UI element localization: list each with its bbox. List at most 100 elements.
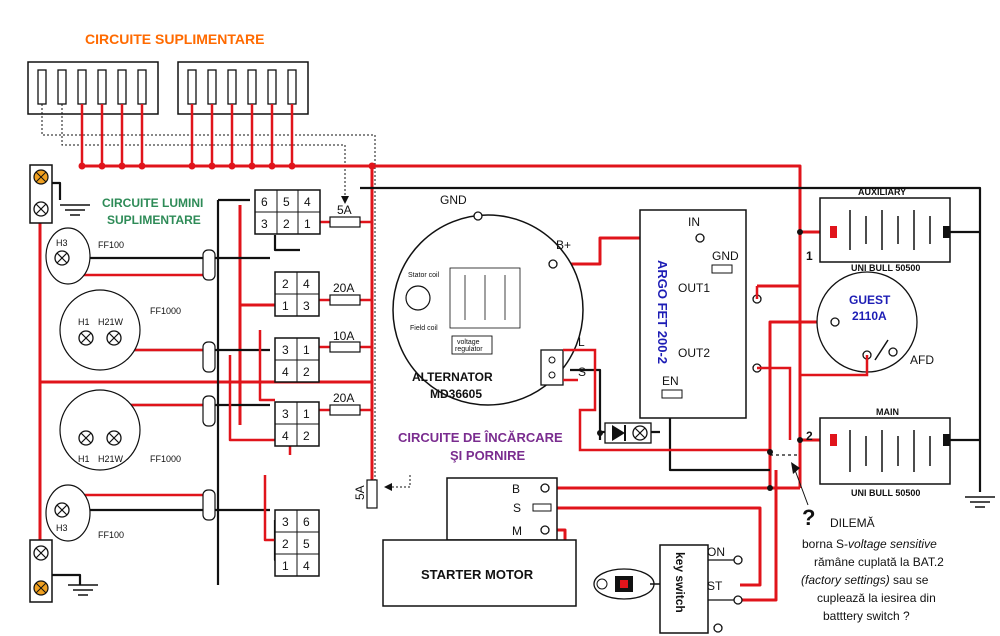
key-switch <box>659 544 743 634</box>
lamp-label-h3-bottom: H3 <box>56 523 68 533</box>
key-switch-label: key switch <box>673 552 687 613</box>
note-title: DILEMĂ <box>830 515 875 530</box>
starter-motor-label: STARTER MOTOR <box>421 567 534 582</box>
lamp-label-h1-upper: H1 <box>78 317 90 327</box>
relay-1-pin: 4 <box>304 195 311 209</box>
battery-aux-model: UNI BULL 50500 <box>851 263 920 273</box>
starter-b-label: B <box>512 482 520 496</box>
lamp-label-h21w-upper: H21W <box>98 317 124 327</box>
fuse-20a-lower <box>329 404 361 416</box>
relay-1-pin: 3 <box>261 217 268 231</box>
fuse-label: 10A <box>333 329 354 343</box>
argo-out2-label: OUT2 <box>678 346 710 360</box>
relay-5 <box>274 509 320 577</box>
alternator-regulator-label: regulator <box>455 346 483 353</box>
battery-main-model: UNI BULL 50500 <box>851 488 920 498</box>
title-lights-line1: CIRCUITE LUMINI <box>102 196 203 210</box>
argo-name: ARGO FET 200-2 <box>655 260 670 364</box>
starter-s-label: S <box>513 501 521 515</box>
lamp-label-h1-lower: H1 <box>78 454 90 464</box>
lamp-label-ff1000-upper: FF1000 <box>150 306 181 316</box>
alternator <box>392 211 584 406</box>
relay-3-pin: 2 <box>303 365 310 379</box>
fuse-5a-vertical <box>366 479 378 509</box>
guest-line2: 2110A <box>852 309 887 323</box>
fuse-20a-upper <box>329 294 361 306</box>
battery-aux-number: 1 <box>806 249 813 263</box>
relay-5-pin: 4 <box>303 559 310 573</box>
relay-5-pin: 6 <box>303 515 310 529</box>
h3-lamp-bottom <box>45 484 91 542</box>
relay-4-pin: 4 <box>282 429 289 443</box>
alternator-name: ALTERNATOR <box>412 370 493 384</box>
alternator-bplus-label: B+ <box>556 238 571 252</box>
relay-4-pin: 2 <box>303 429 310 443</box>
relay-1-pin: 6 <box>261 195 268 209</box>
note-line5: batttery switch ? <box>823 609 910 623</box>
key-switch-st-label: ST <box>707 579 723 593</box>
lamp-label-ff100-top: FF100 <box>98 240 124 250</box>
diode <box>604 422 652 444</box>
battery-switch-guest <box>816 271 918 373</box>
relay-3-pin: 1 <box>303 343 310 357</box>
battery-auxiliary <box>819 197 951 263</box>
fuse-label: 20A <box>333 391 354 405</box>
guest-line1: GUEST <box>849 293 891 307</box>
title-charging-line1: CIRCUITE DE ÎNCĂRCARE <box>398 430 563 445</box>
relay-1-pin: 2 <box>283 217 290 231</box>
note-line4: cuplează la iesirea din <box>817 591 936 605</box>
argo-out1-label: OUT1 <box>678 281 710 295</box>
alternator-s-label: S <box>578 365 586 379</box>
relay-3-pin: 4 <box>282 365 289 379</box>
relay-5-pin: 3 <box>282 515 289 529</box>
fuse-label: 20A <box>333 281 354 295</box>
relay-4 <box>274 401 320 447</box>
relay-2-pin: 2 <box>282 277 289 291</box>
starter-motor <box>382 477 577 607</box>
alternator-field-label: Field coil <box>410 325 438 332</box>
relay-5-pin: 1 <box>282 559 289 573</box>
argo-en-label: EN <box>662 374 679 388</box>
relay-2-pin: 1 <box>282 299 289 313</box>
relay-1-pin: 1 <box>304 217 311 231</box>
battery-main <box>819 417 951 485</box>
guest-afd-label: AFD <box>910 353 934 367</box>
key-icon <box>593 568 660 600</box>
relay-4-pin: 3 <box>282 407 289 421</box>
h3-lamp-top <box>45 227 91 285</box>
relay-2-pin: 3 <box>303 299 310 313</box>
relay-2-pin: 4 <box>303 277 310 291</box>
argo-in-label: IN <box>688 215 700 229</box>
alternator-l-label: L <box>578 335 585 349</box>
argo-gnd-label: GND <box>712 249 739 263</box>
alternator-gnd-label: GND <box>440 193 467 207</box>
alternator-voltage-label: voltage <box>457 339 480 346</box>
alternator-stator-label: Stator coil <box>408 272 440 279</box>
relay-1-pin: 5 <box>283 195 290 209</box>
note-line3: (factory settings) sau se <box>801 573 929 587</box>
side-lamp-bottom <box>29 539 53 603</box>
fuse-5a-top <box>329 216 361 228</box>
lamp-label-ff100-bottom: FF100 <box>98 530 124 540</box>
fuse-10a <box>329 341 361 353</box>
battery-aux-title: AUXILIARY <box>858 187 906 197</box>
ground-symbol-bottom <box>68 584 98 596</box>
fuse-label: 5A <box>353 485 367 500</box>
fuse-block-right <box>177 61 309 115</box>
lamp-label-h3-top: H3 <box>56 238 68 248</box>
title-charging-line2: ŞI PORNIRE <box>450 448 525 463</box>
fuse-block-left <box>27 61 159 115</box>
lamp-label-h21w-lower: H21W <box>98 454 124 464</box>
title-supplementary-circuits: CIRCUITE SUPLIMENTARE <box>85 31 264 47</box>
fuse-label: 5A <box>337 203 352 217</box>
alternator-model: MD36605 <box>430 387 482 401</box>
relay-4-pin: 1 <box>303 407 310 421</box>
relay-5-pin: 2 <box>282 537 289 551</box>
note-line2: rămâne cuplată la BAT.2 <box>814 555 944 569</box>
ground-symbol-right <box>965 496 995 508</box>
h1-lamp-lower <box>59 389 141 471</box>
side-lamp-top <box>29 164 53 224</box>
title-lights-line2: SUPLIMENTARE <box>107 213 201 227</box>
key-switch-on-label: ON <box>707 545 725 559</box>
